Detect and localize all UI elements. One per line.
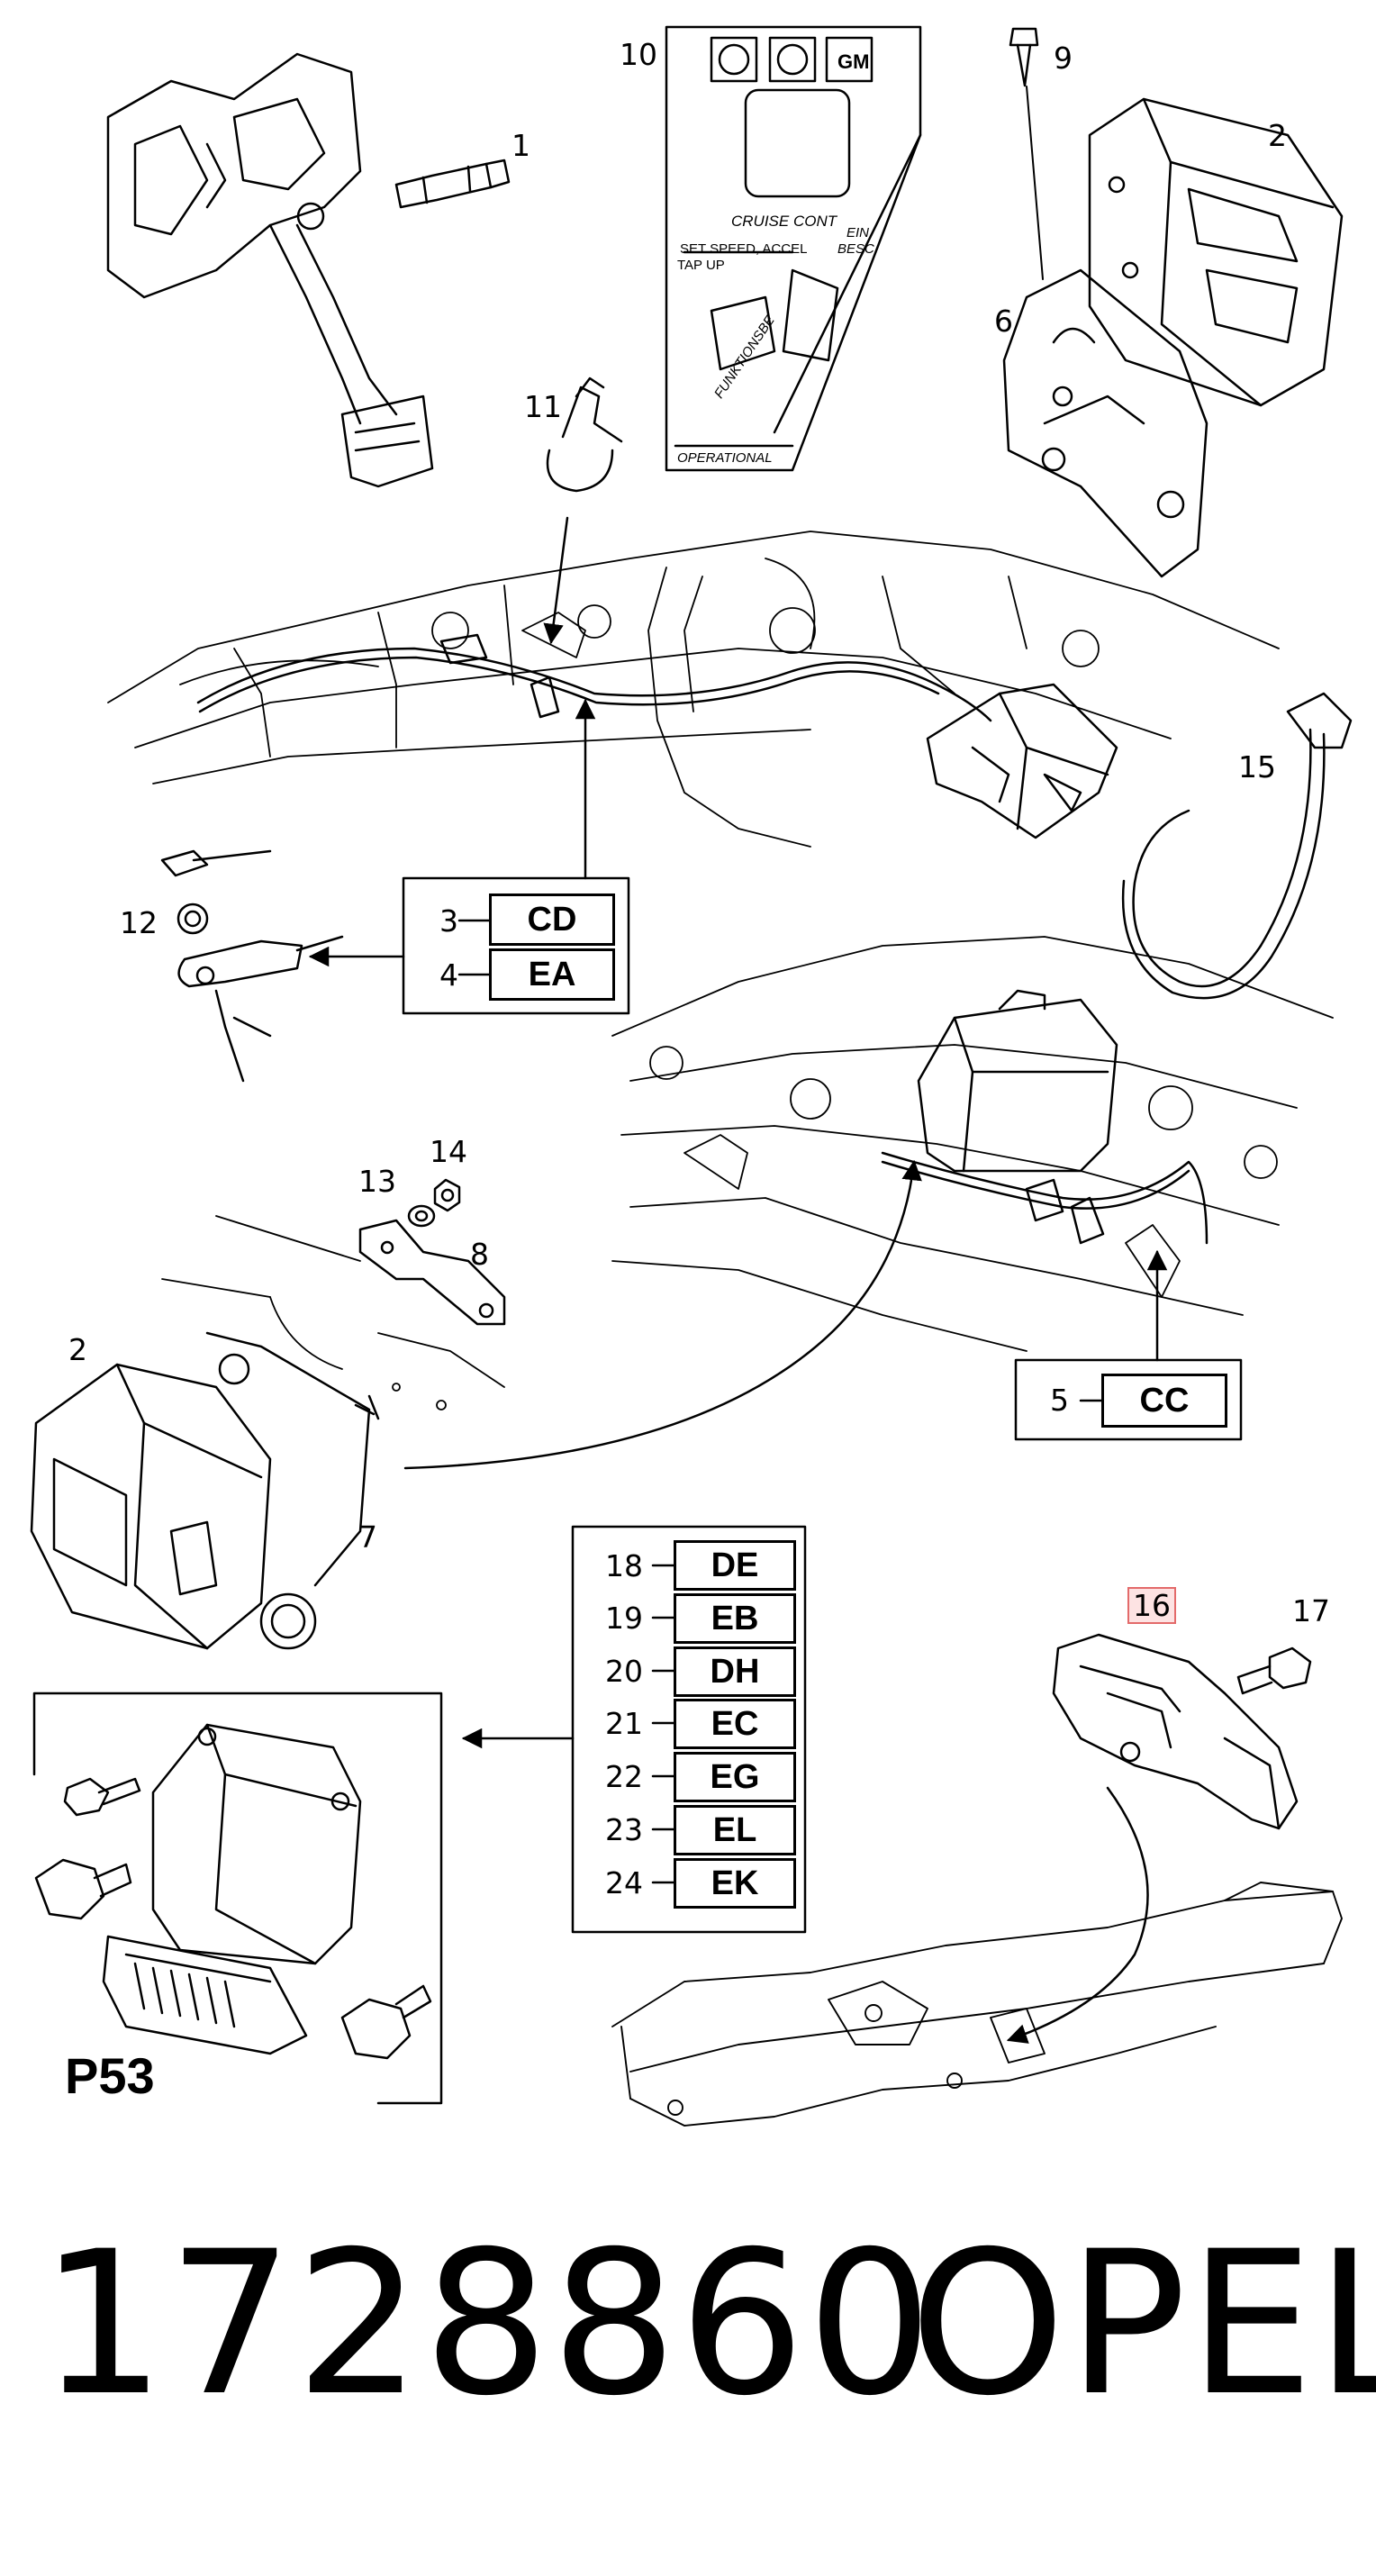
- code-cc: CC: [1101, 1374, 1227, 1428]
- sticker-text-3: TAP UP: [677, 258, 725, 273]
- callout-19: 19: [605, 1601, 643, 1636]
- sensor-bracket-16: [1052, 1633, 1299, 1830]
- callout-22: 22: [605, 1759, 643, 1794]
- callout-15: 15: [1238, 749, 1276, 785]
- control-module-2-top: [1088, 97, 1344, 407]
- code-eg: EG: [674, 1752, 796, 1802]
- washer-13: [407, 1204, 436, 1228]
- callout-14: 14: [430, 1134, 467, 1169]
- callout-8: 8: [470, 1237, 489, 1272]
- earth-strap-12: [160, 849, 344, 1083]
- module-middle: [917, 989, 1118, 1173]
- cruise-sticker-10: [665, 25, 922, 472]
- code-frame-cd-ea: [308, 516, 630, 1015]
- callout-7: 7: [358, 1519, 377, 1555]
- callout-5: 5: [1050, 1383, 1069, 1418]
- engine-bay-middle: [611, 936, 1334, 1352]
- clip-11: [546, 376, 623, 493]
- sticker-text-5: BESC: [837, 241, 874, 257]
- p53-module: [102, 1723, 362, 2055]
- callout-17: 17: [1292, 1593, 1330, 1628]
- code-dh: DH: [674, 1646, 796, 1697]
- bracket-6: [1002, 268, 1209, 578]
- callout-12: 12: [120, 905, 158, 940]
- sticker-logo-gm: GM: [837, 50, 870, 73]
- callout-4: 4: [439, 957, 458, 993]
- bolt-9: [1009, 27, 1044, 280]
- knob-p53-b: [34, 1858, 132, 1920]
- callout-3: 3: [439, 903, 458, 939]
- actuator-upper: [926, 683, 1118, 839]
- screw-p53-a: [63, 1777, 141, 1817]
- knob-p53-c: [340, 1984, 432, 2060]
- callout-2-top: 2: [1268, 118, 1287, 153]
- brand-name: OPEL: [910, 2209, 1376, 2439]
- callout-1: 1: [511, 128, 530, 163]
- throttle-cable-middle: [881, 1151, 1209, 1245]
- callout-24: 24: [605, 1865, 643, 1900]
- code-cd: CD: [489, 893, 615, 946]
- nut-14: [433, 1178, 461, 1212]
- sticker-text-1: CRUISE CONT: [731, 213, 837, 230]
- callout-18: 18: [605, 1548, 643, 1583]
- sticker-text-2: SET SPEED, ACCEL: [680, 241, 808, 257]
- callout-13: 13: [358, 1164, 396, 1199]
- bolt-17: [1236, 1646, 1312, 1695]
- callout-23: 23: [605, 1812, 643, 1847]
- callout-21: 21: [605, 1706, 643, 1741]
- callout-16: 16: [1127, 1587, 1176, 1624]
- bracket-8: [358, 1219, 506, 1326]
- code-ea: EA: [489, 948, 615, 1001]
- control-module-2-left: [30, 1331, 380, 1650]
- callout-20: 20: [605, 1654, 643, 1689]
- code-de: DE: [674, 1540, 796, 1591]
- callout-2-left: 2: [68, 1332, 87, 1367]
- sticker-text-7: OPERATIONAL: [677, 450, 773, 466]
- code-el: EL: [674, 1805, 796, 1855]
- engine-bay-upper: [107, 531, 1280, 848]
- callout-10: 10: [620, 37, 657, 72]
- callout-9: 9: [1054, 41, 1073, 76]
- part-number: 1728860: [40, 2209, 935, 2439]
- code-ek: EK: [674, 1858, 796, 1909]
- engine-bay-lower-left: [161, 1215, 505, 1410]
- code-frame-18-24: [461, 1525, 807, 1934]
- throttle-cable-upper: [196, 633, 992, 722]
- pedal-assembly: [106, 52, 434, 488]
- brake-switch-1: [394, 159, 511, 209]
- code-ec: EC: [674, 1699, 796, 1749]
- callout-11: 11: [524, 389, 562, 424]
- lower-assembly: [611, 1882, 1343, 2127]
- module-label-p53: P53: [65, 2047, 155, 2104]
- p53-frame: [32, 1692, 443, 2105]
- sticker-text-4: EIN: [846, 225, 870, 240]
- tie-wrap-15: [1121, 692, 1353, 1000]
- code-frame-cc: [403, 1159, 1243, 1470]
- callout-6: 6: [994, 304, 1013, 339]
- code-eb: EB: [674, 1593, 796, 1644]
